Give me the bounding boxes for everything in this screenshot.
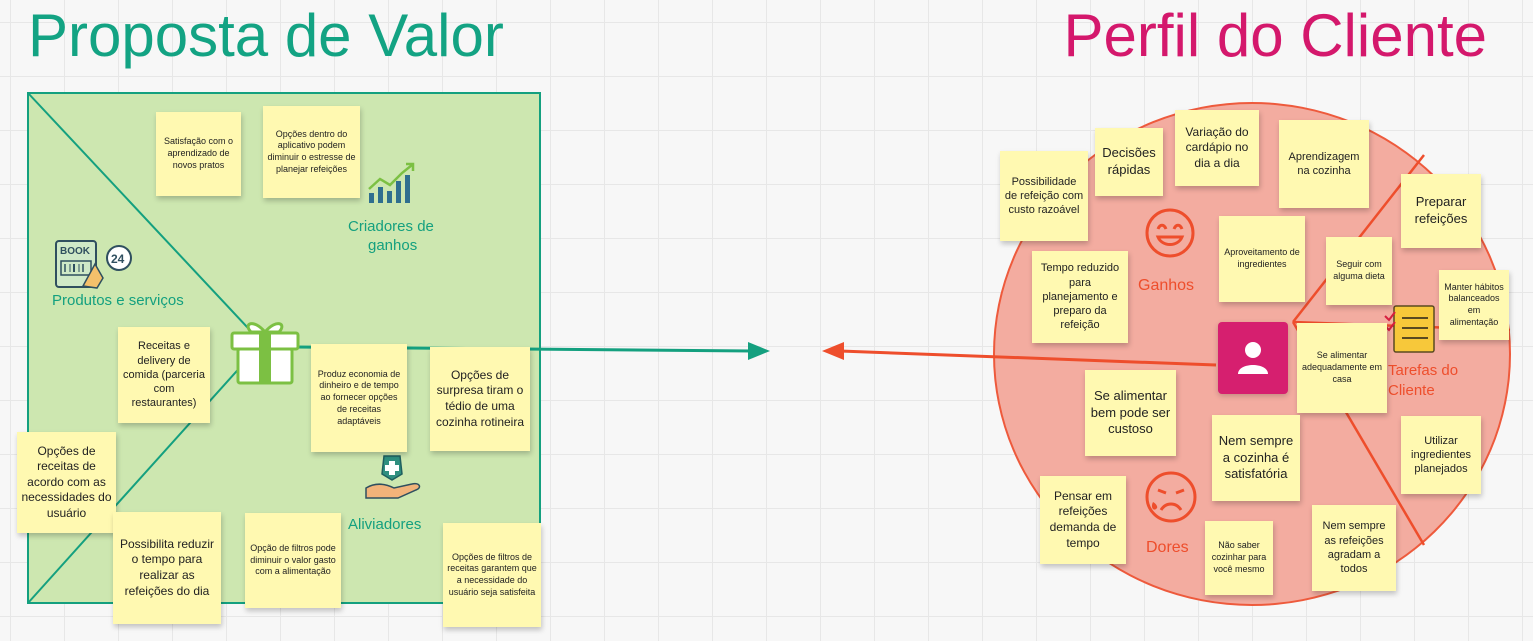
gift-icon (229, 318, 301, 386)
sticky-note[interactable]: Aprendizagem na cozinha (1279, 120, 1369, 208)
customer-profile-title: Perfil do Cliente (1063, 2, 1487, 69)
sticky-note[interactable]: Opções de filtros de receitas garantem q… (443, 523, 541, 627)
sticky-note[interactable]: Produz economia de dinheiro e de tempo a… (311, 344, 407, 452)
pain-relievers-label: Aliviadores (348, 516, 422, 533)
jobs-label-line1: Tarefas do (1388, 362, 1459, 379)
gains-label: Ganhos (1138, 277, 1195, 294)
sticky-note[interactable]: Decisões rápidas (1095, 128, 1163, 196)
sticky-note[interactable]: Opções de surpresa tiram o tédio de uma … (430, 347, 530, 451)
sticky-note[interactable]: Variação do cardápio no dia a dia (1175, 110, 1259, 186)
sticky-note[interactable]: Se alimentar adequadamente em casa (1297, 323, 1387, 413)
checklist-icon (1384, 304, 1436, 354)
sticky-note[interactable]: Nem sempre a cozinha é satisfatória (1212, 415, 1300, 501)
sticky-note[interactable]: Aproveitamento de ingredientes (1219, 216, 1305, 302)
sad-face-icon (1144, 470, 1198, 524)
sticky-note[interactable]: Se alimentar bem pode ser custoso (1085, 370, 1176, 456)
sticky-note[interactable]: Seguir com alguma dieta (1326, 237, 1392, 305)
hand-medicine-icon (364, 452, 424, 502)
sticky-note[interactable]: Opções de receitas de acordo com as nece… (17, 432, 116, 533)
clock-badge-text: 24 (111, 252, 125, 266)
sticky-note[interactable]: Utilizar ingredientes planejados (1401, 416, 1481, 494)
sticky-note[interactable]: Receitas e delivery de comida (parceria … (118, 327, 210, 423)
value-proposition-title: Proposta de Valor (28, 2, 504, 69)
sticky-note[interactable]: Pensar em refeições demanda de tempo (1040, 476, 1126, 564)
jobs-label-line2: Cliente (1388, 382, 1435, 399)
gain-creators-label-line2: ganhos (368, 237, 418, 254)
sticky-note[interactable]: Satisfação com o aprendizado de novos pr… (156, 112, 241, 196)
sticky-note[interactable]: Nem sempre as refeições agradam a todos (1312, 505, 1396, 591)
sticky-note[interactable]: Não saber cozinhar para você mesmo (1205, 521, 1273, 595)
sticky-note[interactable]: Tempo reduzido para planejamento e prepa… (1032, 251, 1128, 343)
gain-creators-label-line1: Criadores de (348, 218, 434, 235)
sticky-note[interactable]: Possibilidade de refeição com custo razo… (1000, 151, 1088, 241)
person-icon (1238, 342, 1268, 374)
pains-label: Dores (1146, 539, 1189, 556)
sticky-note[interactable]: Opção de filtros pode diminuir o valor g… (245, 513, 341, 608)
customer-avatar[interactable] (1218, 322, 1288, 394)
sticky-note[interactable]: Opções dentro do aplicativo podem diminu… (263, 106, 360, 198)
sticky-note[interactable]: Preparar refeições (1401, 174, 1481, 248)
sticky-note[interactable]: Manter hábitos balanceados em alimentaçã… (1439, 270, 1509, 340)
book-24h-icon: BOOK 24 (55, 238, 135, 290)
sticky-note[interactable]: Possibilita reduzir o tempo para realiza… (113, 512, 221, 624)
growth-chart-icon (366, 161, 418, 205)
products-services-label: Produtos e serviços (52, 292, 184, 309)
happy-face-icon (1144, 207, 1196, 259)
book-badge-text: BOOK (60, 246, 91, 257)
